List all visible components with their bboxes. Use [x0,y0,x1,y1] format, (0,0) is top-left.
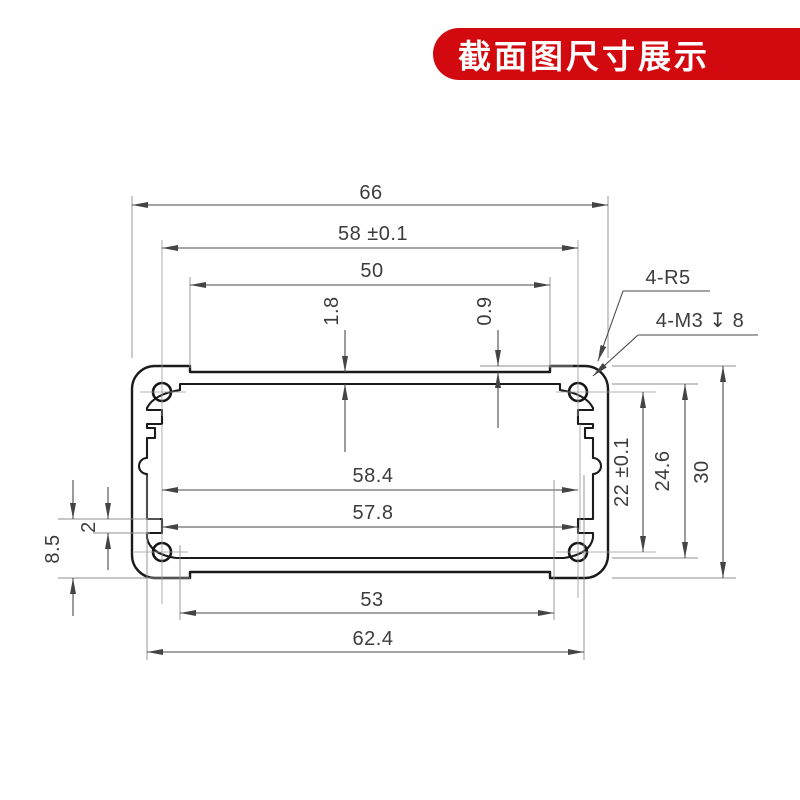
dim-top-recess: 50 [189,260,551,368]
dim-hole-spacing-v: 22 ±0.1 [611,392,646,552]
dim-bottom-recess: 53 [179,480,555,620]
inner-cavity-contour [138,382,602,560]
dim-overall-height: 30 [612,365,736,579]
dim-label-53: 53 [360,589,383,611]
dim-label-66: 66 [359,182,382,204]
dim-hole-spacing-h: 58 ±0.1 [162,223,578,251]
dim-left-bottom-height: 8.5 [42,480,190,616]
dim-label-62-4: 62.4 [353,628,394,650]
dim-label-57-8: 57.8 [353,502,394,524]
enclosure-outline [130,240,656,604]
dim-label-58-4: 58.4 [353,465,394,487]
dim-inner-height: 24.6 [612,383,698,559]
dim-label-8-5: 8.5 [42,534,64,563]
dim-label-22: 22 ±0.1 [611,437,633,507]
dim-top-wall: 1.8 [321,296,348,452]
callout-label-4r5: 4-R5 [645,267,690,289]
dim-label-58: 58 ±0.1 [338,223,408,245]
dim-left-step: 2 [78,487,150,570]
hole-centerlines [134,240,656,604]
dim-label-2: 2 [78,521,100,533]
callout-tapped-hole: 4-M3 ↧ 8 [592,310,758,377]
dim-label-1-8: 1.8 [321,296,343,325]
dim-bottom-width: 62.4 [146,475,585,660]
callout-corner-radius: 4-R5 [597,267,710,362]
title-banner: 截面图尺寸展示 [433,28,800,80]
dim-top-step: 0.9 [474,296,573,428]
dim-label-30: 30 [691,460,713,483]
dim-label-50: 50 [360,260,383,282]
dim-overall-width: 66 [131,182,609,358]
dim-inner-width-upper: 58.4 [162,465,578,493]
dim-label-0-9: 0.9 [474,296,496,325]
banner-title: 截面图尺寸展示 [458,38,710,75]
callout-label-4m3: 4-M3 ↧ 8 [656,310,745,332]
dim-inner-width-lower: 57.8 [162,502,578,530]
dim-label-24-6: 24.6 [652,451,674,492]
